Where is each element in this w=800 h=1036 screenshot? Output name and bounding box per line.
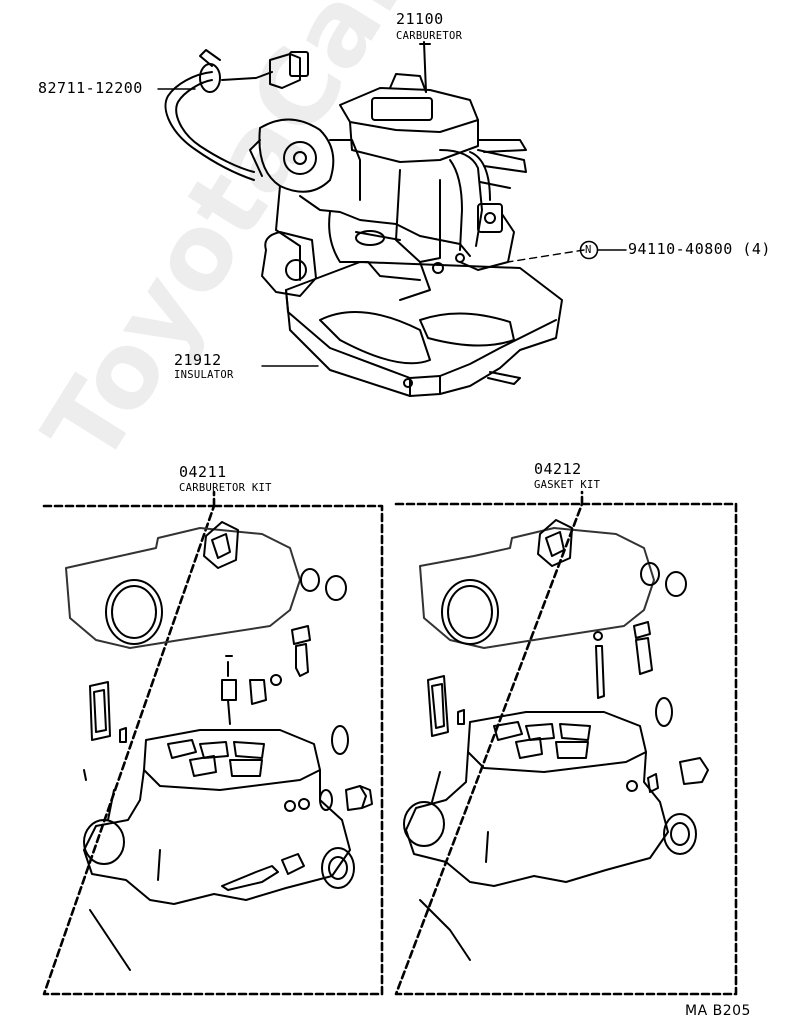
nut-symbol-circle [579, 240, 599, 260]
carburetor-drawing [249, 41, 527, 301]
insulator-part-number: 21912 [174, 351, 222, 369]
hose-drawing [164, 49, 309, 181]
carburetor-kit-name: CARBURETOR KIT [179, 482, 272, 494]
gasket-kit-number: 04212 [534, 460, 582, 478]
carburetor-part-number: 21100 [396, 10, 444, 28]
carburetor-kit-drawing [65, 521, 373, 971]
leader-lines [157, 88, 627, 367]
insulator-drawing [285, 261, 563, 397]
gasket-kit-name: GASKET KIT [534, 479, 601, 491]
hose-part-number: 82711-12200 [38, 79, 143, 97]
diagram-code: MA B205 [685, 1003, 751, 1019]
carburetor-part-name: CARBURETOR [396, 30, 463, 42]
kit-box-04211 [42, 490, 384, 996]
kit-box-04212 [394, 490, 738, 996]
insulator-part-name: INSULATOR [174, 369, 234, 381]
nut-part-number: 94110-40800 (4) [628, 240, 771, 258]
nut-symbol: N [585, 244, 592, 256]
gasket-kit-drawing [403, 519, 709, 961]
carburetor-kit-number: 04211 [179, 463, 227, 481]
